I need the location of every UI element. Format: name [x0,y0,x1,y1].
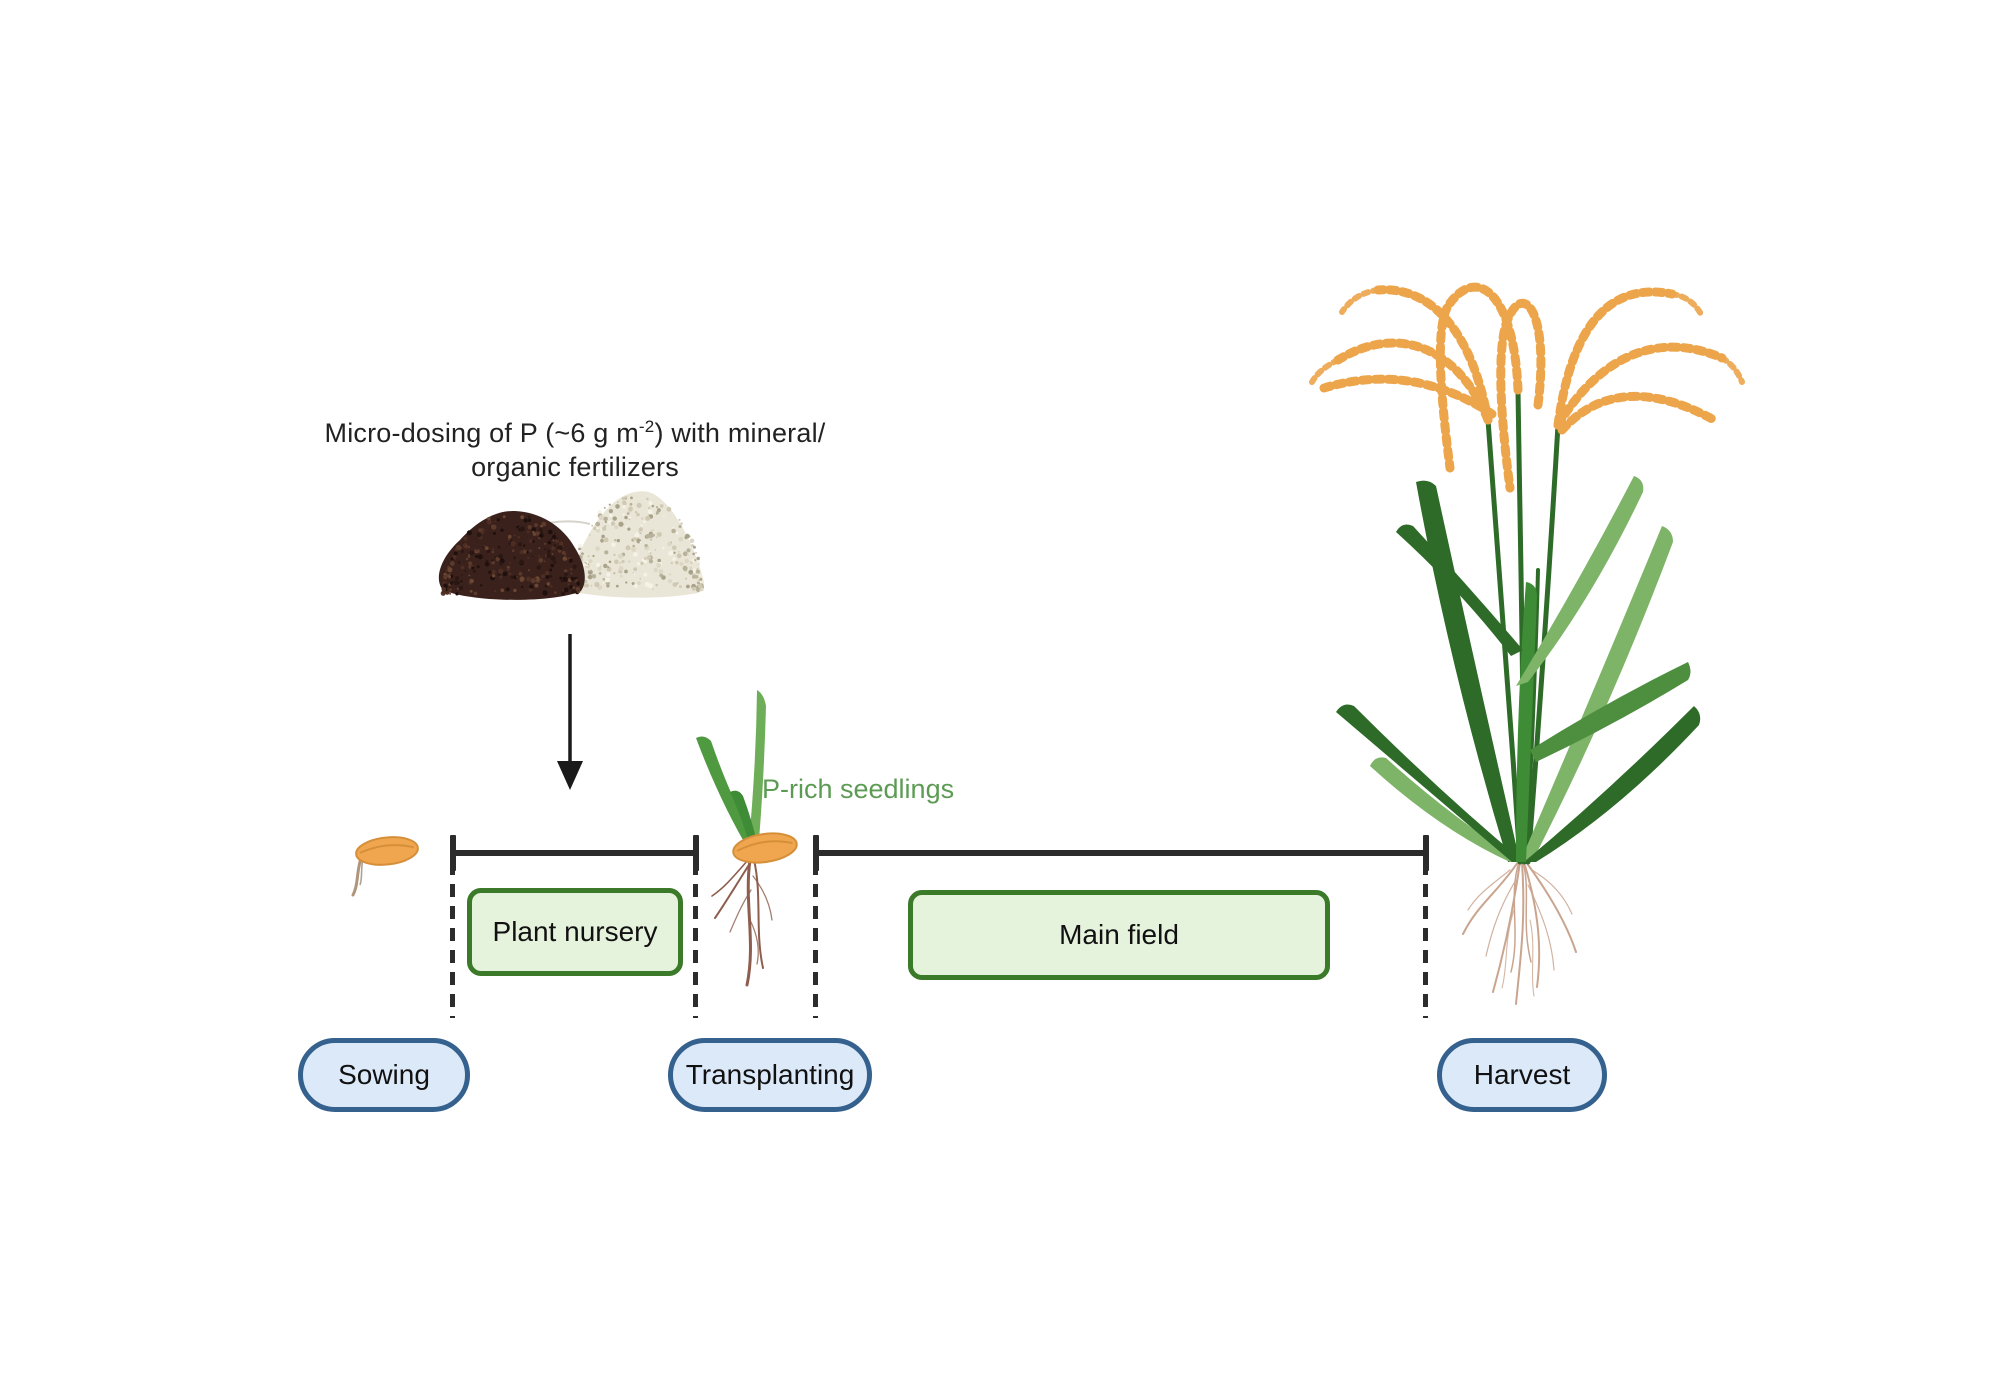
rice-seedling-icon [696,690,798,987]
phase-label-main-field: Main field [1059,919,1179,950]
timeline-tick-sowing [450,835,456,871]
timeline-tick-transplanting [813,835,819,871]
mineral-fertilizer-pile-icon [567,491,704,598]
stage-pill-transplanting: Transplanting [668,1038,872,1112]
dashed-divider-sowing [450,862,455,1018]
dashed-divider-nursery-end [693,862,698,1018]
dashed-divider-harvest [1423,862,1428,1018]
phase-box-plant-nursery: Plant nursery [467,888,683,976]
organic-fertilizer-pile-icon [438,510,585,600]
timeline-tick-harvest [1423,835,1429,871]
superscript-exponent: -2 [638,417,655,436]
stage-pill-harvest: Harvest [1437,1038,1607,1112]
rice-plant-icon [1309,282,1745,1005]
seedling-leaves [696,690,766,852]
timeline-segment-main-field [816,850,1426,856]
timeline-segment-nursery [453,850,696,856]
title-line1: Micro-dosing of P (~6 g m-2) with minera… [324,417,826,448]
stage-label-transplanting: Transplanting [685,1059,855,1090]
stage-label-sowing: Sowing [338,1059,430,1090]
arrow-down-icon [557,634,583,790]
plant-roots [1462,861,1577,1005]
stage-label-harvest: Harvest [1473,1059,1571,1090]
fertilizer-piles [438,491,704,600]
timeline-tick-nursery-end [693,835,699,871]
p-rich-seedlings-label: P-rich seedlings [762,774,955,804]
dashed-divider-transplanting [813,862,818,1018]
plant-panicle-tips [1309,287,1745,385]
seedling-roots [711,858,773,987]
phase-label-plant-nursery: Plant nursery [492,916,658,947]
rice-seed-icon [351,836,419,897]
plant-leaves [1336,476,1701,862]
stage-pill-sowing: Sowing [298,1038,470,1112]
plant-panicles [1319,282,1727,493]
phase-box-main-field: Main field [908,890,1330,980]
figure-title: Micro-dosing of P (~6 g m-2) with minera… [250,410,900,484]
title-line2: organic fertilizers [471,452,679,482]
